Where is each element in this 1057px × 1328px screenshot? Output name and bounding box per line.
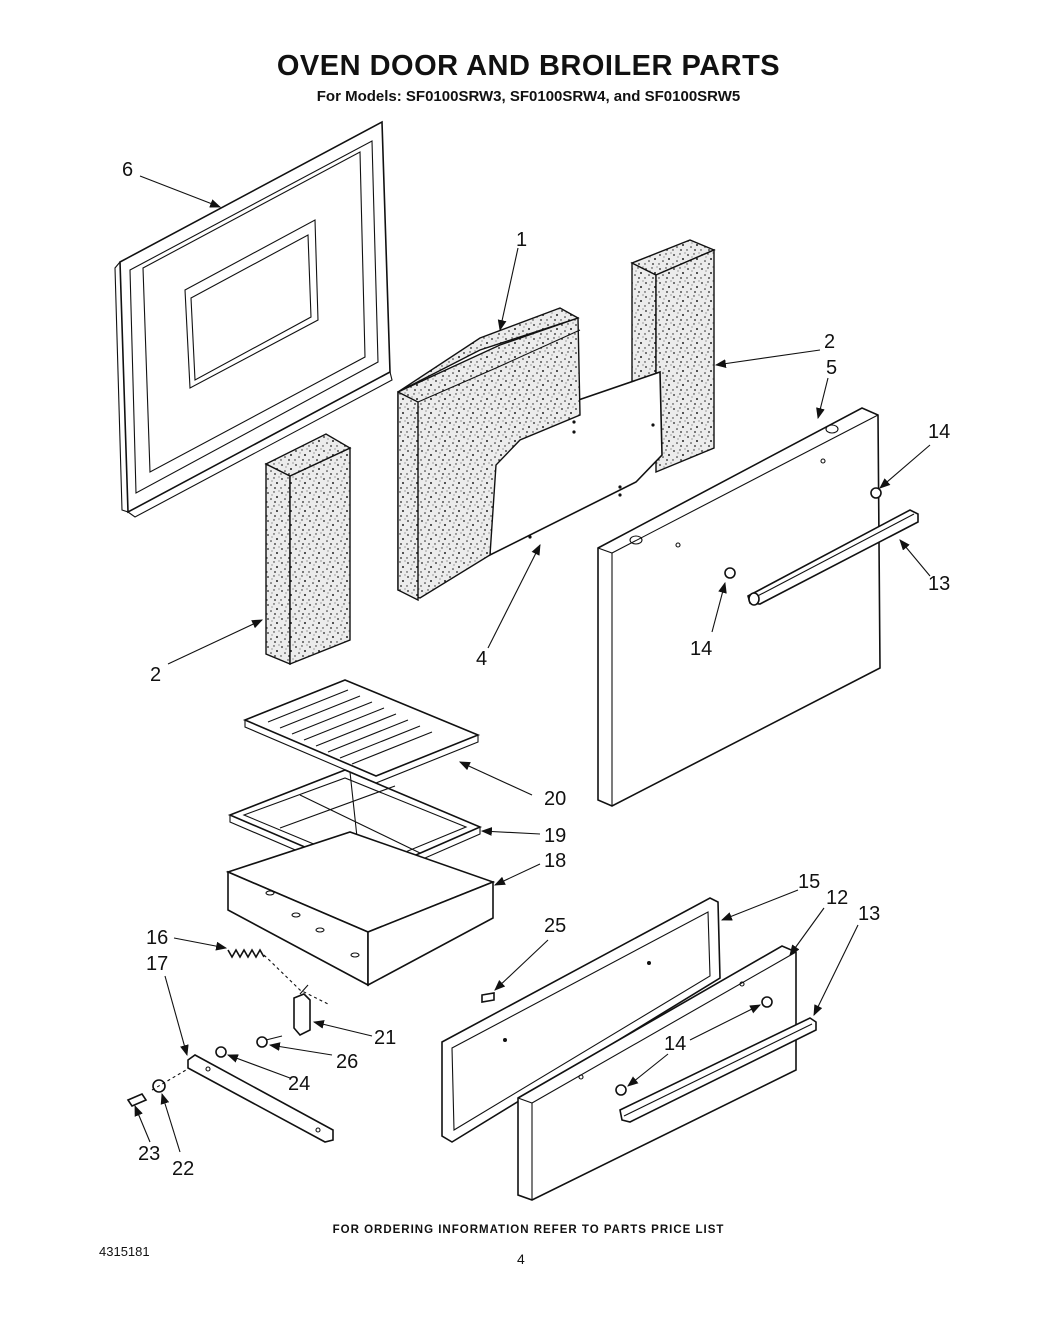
door-handle (747, 509, 919, 606)
callout-24: 24 (288, 1073, 310, 1095)
callout-14-upper-left: 14 (690, 638, 712, 660)
broiler-door-outer (517, 945, 797, 1201)
document-number: 4315181 (99, 1244, 150, 1259)
broiler-bracket (293, 984, 311, 1036)
callout-2-right: 2 (824, 331, 835, 353)
callout-17: 17 (146, 953, 168, 975)
page-title: OVEN DOOR AND BROILER PARTS (276, 50, 781, 82)
hinge-rail (187, 1054, 334, 1143)
callout-22: 22 (172, 1158, 194, 1180)
callout-21: 21 (374, 1027, 396, 1049)
fasteners-22-23-24 (126, 1046, 227, 1107)
ordering-info-footer: FOR ORDERING INFORMATION REFER TO PARTS … (332, 1224, 725, 1236)
broiler-handle (619, 1017, 817, 1123)
callout-1: 1 (516, 229, 527, 251)
callout-12: 12 (826, 887, 848, 909)
handle-spacer-upper (724, 487, 882, 579)
callout-13-upper: 13 (928, 573, 950, 595)
callout-4: 4 (476, 648, 487, 670)
callout-labels: 6 1 2 5 14 13 14 2 4 20 19 18 15 12 13 2… (122, 159, 950, 1180)
screw-26 (256, 1035, 283, 1048)
broiler-pan (225, 831, 496, 987)
page-number: 4 (517, 1251, 525, 1267)
inner-door-liner (114, 120, 393, 518)
callout-23: 23 (138, 1143, 160, 1165)
callout-16: 16 (146, 927, 168, 949)
callout-14-lower: 14 (664, 1033, 686, 1055)
insulation-left (264, 433, 352, 666)
leader-lines (134, 175, 931, 1153)
callout-14-upper-right: 14 (928, 421, 950, 443)
model-subtitle: For Models: SF0100SRW3, SF0100SRW4, and … (316, 88, 741, 105)
callout-6: 6 (122, 159, 133, 181)
screw-25 (481, 992, 495, 1003)
insulation-right (630, 239, 716, 474)
callout-19: 19 (544, 825, 566, 847)
callout-15: 15 (798, 871, 820, 893)
outer-door-panel (597, 407, 881, 807)
callout-2-left: 2 (150, 664, 161, 686)
callout-18: 18 (544, 850, 566, 872)
insulation-main (397, 307, 581, 602)
handle-spacer-lower (615, 996, 773, 1096)
callout-5: 5 (826, 357, 837, 379)
callout-20: 20 (544, 788, 566, 810)
broiler-spring (227, 948, 331, 1006)
callout-13-lower: 13 (858, 903, 880, 925)
broiler-grid (242, 679, 481, 784)
broiler-door-inner (441, 897, 721, 1143)
callout-26: 26 (336, 1051, 358, 1073)
callout-25: 25 (544, 915, 566, 937)
